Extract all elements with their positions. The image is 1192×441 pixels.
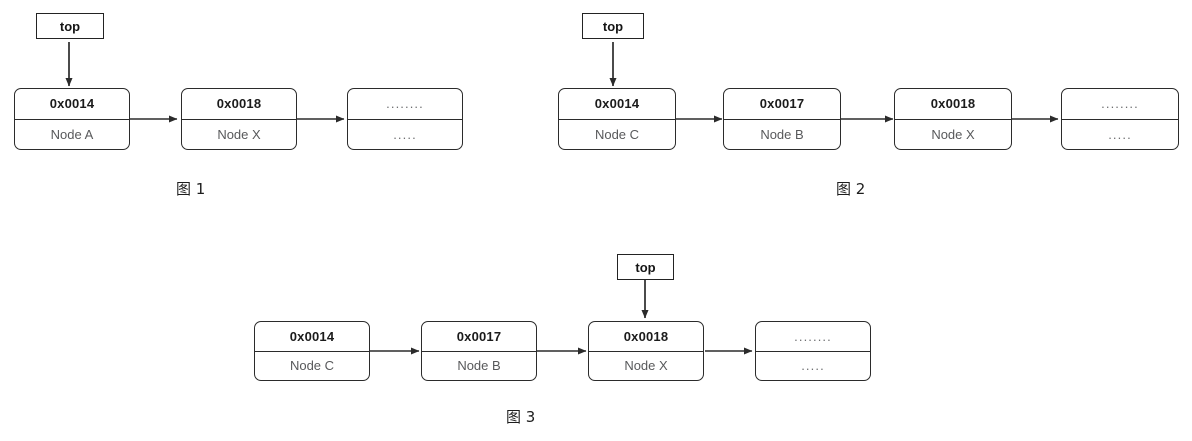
figure-3-node-0-address: 0x0014 <box>255 322 369 352</box>
figure-1-top-pointer-box[interactable]: top <box>36 13 104 39</box>
figure-3-node-2-label: Node X <box>624 358 668 374</box>
figure-3-top-pointer-label: top <box>635 259 656 275</box>
figure-3-top-pointer-box[interactable]: top <box>617 254 674 280</box>
figure-2-node-0[interactable]: 0x0014 Node C <box>558 88 676 150</box>
figure-2-node-2[interactable]: 0x0018 Node X <box>894 88 1012 150</box>
figure-2-top-pointer-box[interactable]: top <box>582 13 644 39</box>
figure-2-node-3-label: ..... <box>1108 126 1132 142</box>
figure-1-node-1-address: 0x0018 <box>182 89 296 120</box>
figure-1-node-2-label: ..... <box>393 126 417 142</box>
figure-2-caption: 图 2 <box>836 180 866 198</box>
figure-3-node-3-ellipsis[interactable]: ........ ..... <box>755 321 871 381</box>
figure-1-node-2-ellipsis[interactable]: ........ ..... <box>347 88 463 150</box>
figure-1-node-1[interactable]: 0x0018 Node X <box>181 88 297 150</box>
figure-2-node-3-ellipsis[interactable]: ........ ..... <box>1061 88 1179 150</box>
figure-3-node-1-address: 0x0017 <box>422 322 536 352</box>
figure-2-node-3-address: ........ <box>1062 89 1178 120</box>
figure-1-node-0[interactable]: 0x0014 Node A <box>14 88 130 150</box>
figure-3-node-3-address: ........ <box>756 322 870 352</box>
figure-1-node-0-address: 0x0014 <box>15 89 129 120</box>
figure-2-node-0-address: 0x0014 <box>559 89 675 120</box>
figure-1-caption: 图 1 <box>176 180 206 198</box>
figure-3-node-2[interactable]: 0x0018 Node X <box>588 321 704 381</box>
figure-3-node-1-label: Node B <box>457 358 501 374</box>
figure-1-node-2-address: ........ <box>348 89 462 120</box>
figure-2-node-2-address: 0x0018 <box>895 89 1011 120</box>
figure-3-node-3-label: ..... <box>801 358 825 374</box>
figure-2-node-1[interactable]: 0x0017 Node B <box>723 88 841 150</box>
figure-2-node-1-label: Node B <box>760 126 804 142</box>
figure-3-caption: 图 3 <box>506 408 536 426</box>
figure-3-node-1[interactable]: 0x0017 Node B <box>421 321 537 381</box>
figure-3-node-2-address: 0x0018 <box>589 322 703 352</box>
figure-1-node-1-label: Node X <box>217 126 261 142</box>
figure-1-top-pointer-label: top <box>59 18 81 34</box>
figure-2-node-1-address: 0x0017 <box>724 89 840 120</box>
figure-2-node-2-label: Node X <box>931 126 975 142</box>
figure-3-node-0-label: Node C <box>289 358 335 374</box>
figure-2-top-pointer-label: top <box>602 18 624 34</box>
figure-3-node-0[interactable]: 0x0014 Node C <box>254 321 370 381</box>
figure-2-node-0-label: Node C <box>594 126 640 142</box>
figure-1-node-0-label: Node A <box>50 126 94 142</box>
